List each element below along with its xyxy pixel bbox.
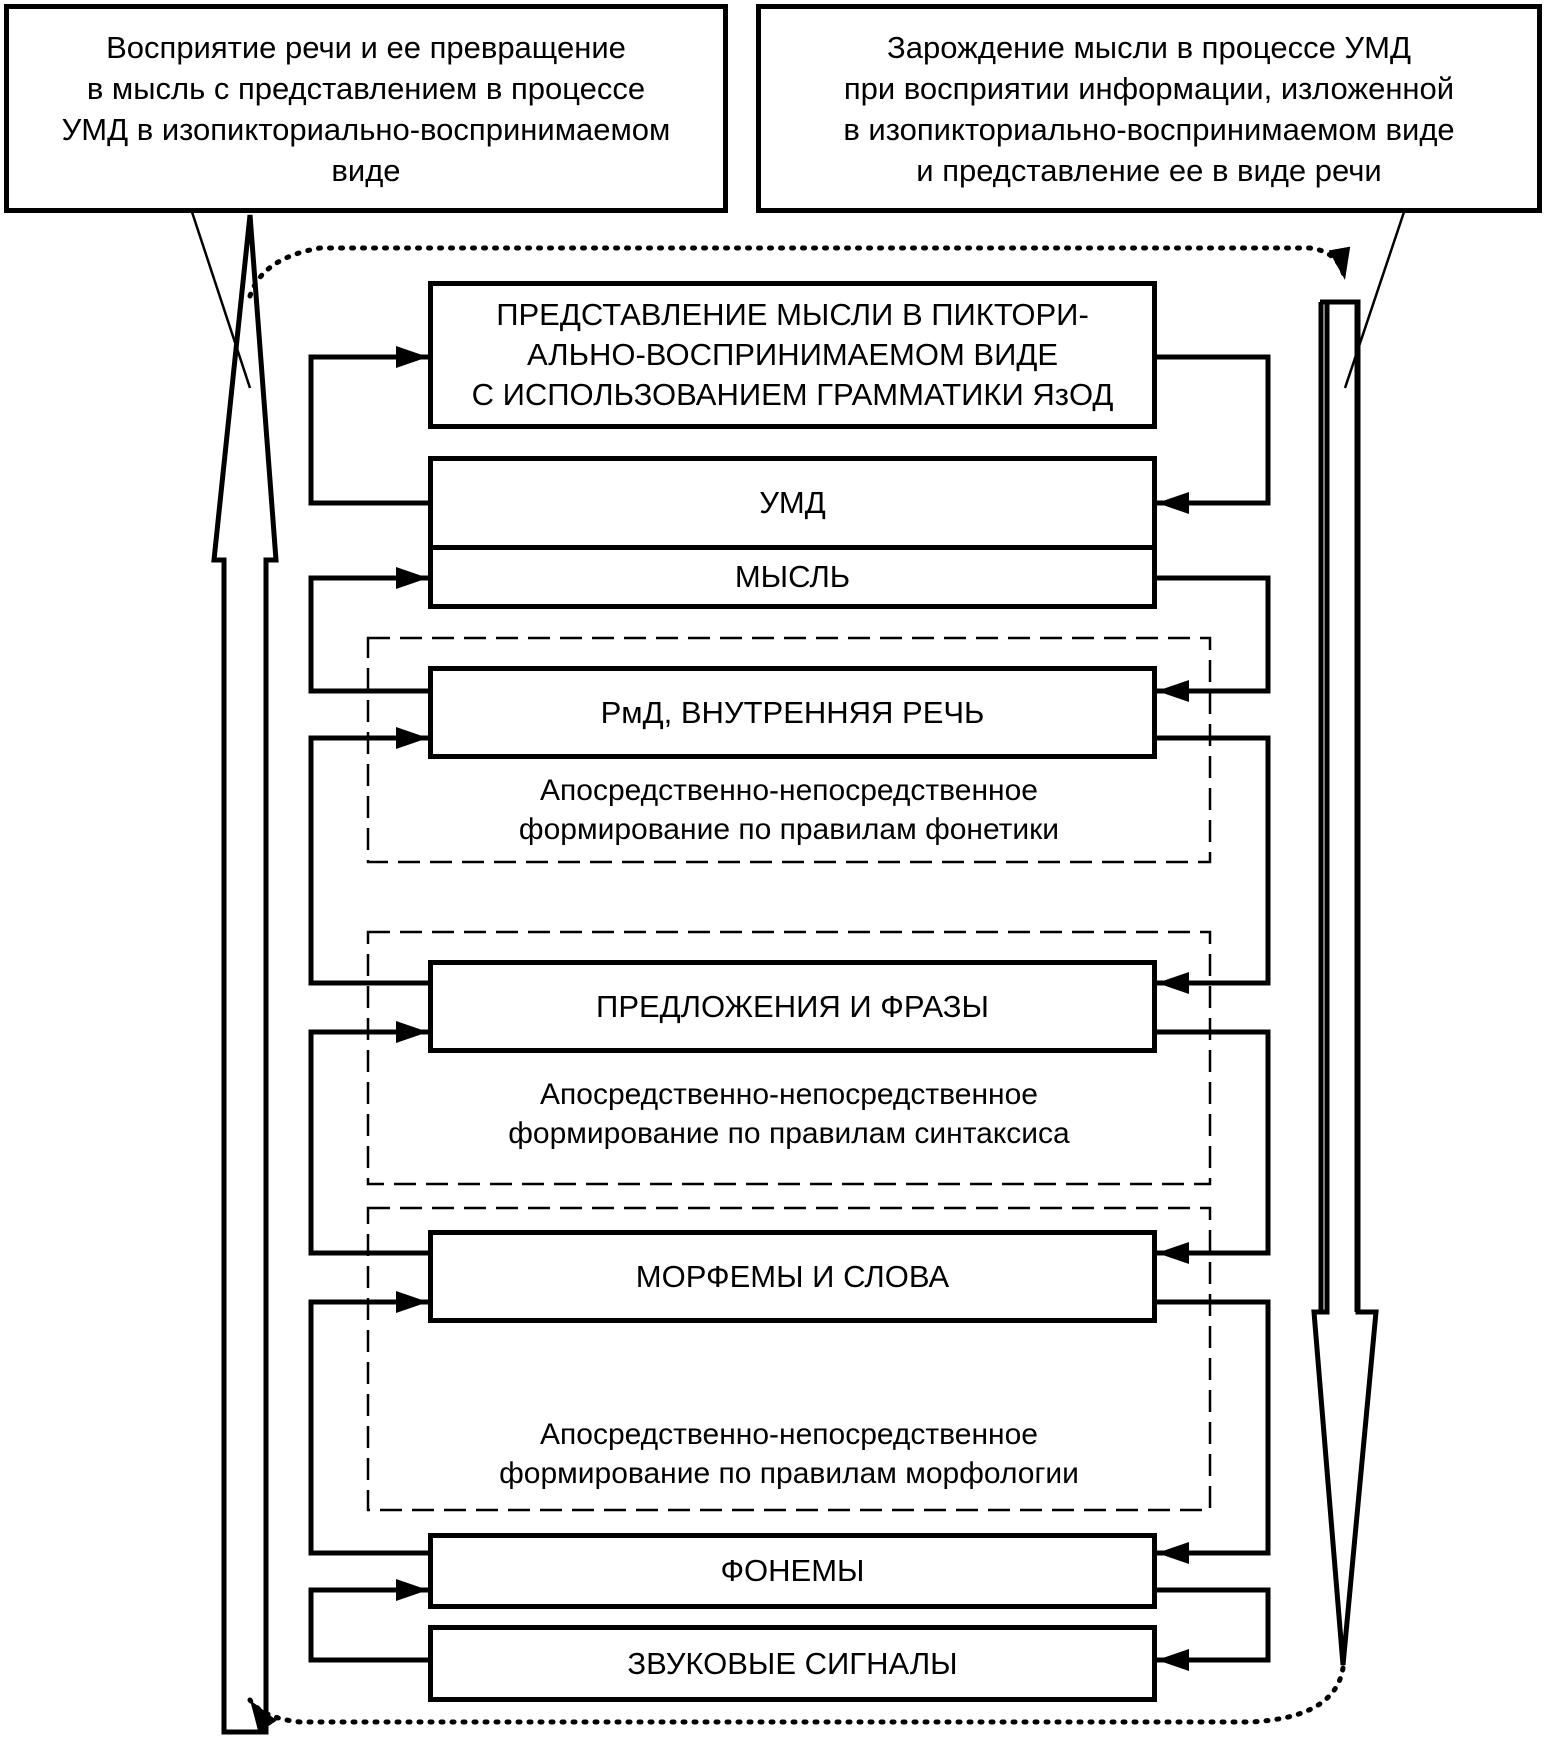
syntax-note-line-2: формирование по правилам синтаксиса — [508, 1117, 1070, 1150]
thought-label: МЫСЛЬ — [734, 559, 851, 594]
sound-signals-label: ЗВУКОВЫЕ СИГНАЛЫ — [627, 1645, 958, 1681]
connector-sentences-to-inner-speech — [308, 727, 430, 986]
representation-line-1: ПРЕДСТАВЛЕНИЕ МЫСЛИ В ПИКТОРИ- — [496, 297, 1089, 332]
morphology-note: Апосредственно-непосредственное формиров… — [370, 1415, 1208, 1493]
morphemes-label: МОРФЕМЫ И СЛОВА — [635, 1258, 950, 1294]
phonetics-note-line-2: формирование по правилам фонетики — [518, 813, 1060, 846]
perception-line-1: Восприятие речи и ее превращение — [106, 29, 626, 65]
connector-morphemes-to-phonemes — [1155, 1299, 1271, 1564]
dotted-cycle-top — [247, 245, 1351, 299]
group-frame-syntax — [366, 930, 1212, 1186]
generation-line-2: при восприятии информации, изложенной — [843, 70, 1455, 106]
group-frame-phonetics — [366, 636, 1212, 864]
dotted-cycle-bottom — [247, 1665, 1346, 1733]
representation-line-3: С ИСПОЛЬЗОВАНИЕМ ГРАММАТИКИ ЯзОД — [471, 377, 1114, 412]
connector-sentences-to-morphemes — [1155, 1029, 1271, 1264]
inner-speech-label: РмД, ВНУТРЕННЯЯ РЕЧЬ — [600, 694, 985, 730]
connector-sound-to-phonemes — [308, 1579, 430, 1663]
generation-line-1: Зарождение мысли в процессе УМД — [887, 29, 1411, 65]
group-frame-morphology — [366, 1206, 1212, 1512]
perception-line-2: в мысль с представлением в процессе — [86, 70, 646, 106]
morphology-note-line-2: формирование по правилам морфологии — [499, 1457, 1079, 1490]
phonetics-note: Апосредственно-непосредственное формиров… — [370, 771, 1208, 849]
representation-line-2: АЛЬНО-ВОСПРИНИМАЕМОМ ВИДЕ — [526, 337, 1059, 372]
umd-label: УМД — [759, 485, 826, 520]
syntax-note-line-1: Апосредственно-непосредственное — [540, 1078, 1038, 1111]
connector-umd-to-representation — [308, 346, 430, 506]
perception-line-4: виде — [331, 152, 401, 188]
umd-node: УМД — [428, 456, 1157, 550]
perception-process-box: Восприятие речи и ее превращение в мысль… — [4, 4, 728, 213]
generation-line-4: и представление ее в виде речи — [916, 152, 1382, 188]
inner-speech-node: РмД, ВНУТРЕННЯЯ РЕЧЬ — [428, 666, 1157, 759]
callout-line-right — [1343, 211, 1406, 389]
morphemes-node: МОРФЕМЫ И СЛОВА — [428, 1230, 1157, 1323]
morphology-note-line-1: Апосредственно-непосредственное — [540, 1418, 1038, 1451]
connector-thought-to-inner-speech — [1155, 575, 1271, 702]
connector-phonemes-to-sound — [1155, 1587, 1271, 1671]
sentences-label: ПРЕДЛОЖЕНИЯ И ФРАЗЫ — [596, 988, 989, 1024]
callout-line-left — [190, 211, 252, 389]
sound-signals-node: ЗВУКОВЫЕ СИГНАЛЫ — [428, 1625, 1157, 1702]
phonemes-node: ФОНЕМЫ — [428, 1533, 1157, 1609]
generation-line-3: в изопикториально-воспринимаемом виде — [843, 111, 1455, 147]
thought-node: МЫСЛЬ — [428, 545, 1157, 609]
connector-phonemes-to-morphemes — [308, 1291, 430, 1556]
syntax-note: Апосредственно-непосредственное формиров… — [370, 1075, 1208, 1153]
connector-morphemes-to-sentences — [308, 1021, 430, 1256]
perception-line-3: УМД в изопикториально-воспринимаемом — [61, 111, 671, 147]
representation-node: ПРЕДСТАВЛЕНИЕ МЫСЛИ В ПИКТОРИ- АЛЬНО-ВОС… — [428, 281, 1157, 429]
generation-process-box: Зарождение мысли в процессе УМД при восп… — [756, 4, 1542, 213]
connector-inner-speech-to-sentences — [1155, 735, 1271, 994]
phonetics-note-line-1: Апосредственно-непосредственное — [540, 774, 1038, 807]
sentences-node: ПРЕДЛОЖЕНИЯ И ФРАЗЫ — [428, 960, 1157, 1053]
connector-inner-speech-to-thought — [308, 567, 430, 694]
connector-representation-to-umd — [1155, 354, 1271, 514]
phonemes-label: ФОНЕМЫ — [720, 1553, 865, 1588]
upward-flow-arrow — [211, 214, 279, 1735]
